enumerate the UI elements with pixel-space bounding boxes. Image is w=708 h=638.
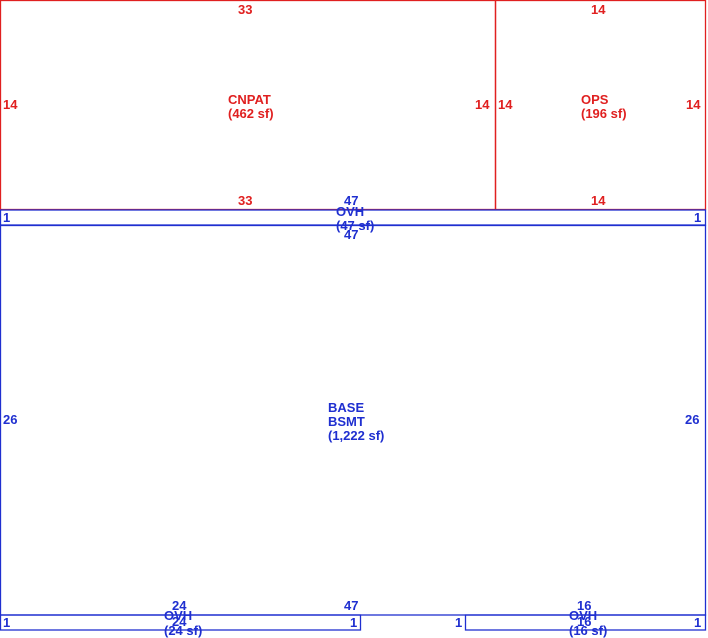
base-dim-left: 26 [3, 412, 17, 427]
base-label-line2: BSMT [328, 414, 365, 429]
ovh-top-dim-left: 1 [3, 210, 10, 225]
cnpat-dim-bottom: 33 [238, 193, 252, 208]
ovh-top-label: OVH [336, 204, 364, 219]
base-area: (1,222 sf) [328, 428, 384, 443]
base-label-line1: BASE [328, 400, 364, 415]
ovh-bl-dim-left: 1 [3, 615, 10, 630]
ovh-bl-label: OVH [164, 608, 192, 623]
ops-dim-bottom: 14 [591, 193, 606, 208]
ops-dim-left: 14 [498, 97, 513, 112]
ovh-bl-area: (24 sf) [164, 623, 202, 638]
base-dim-bottom: 47 [344, 598, 358, 613]
ovh-br-dim-left: 1 [455, 615, 462, 630]
ovh-br-dim-top: 16 [577, 598, 591, 613]
ovh-br-area: (16 sf) [569, 623, 607, 638]
cnpat-dim-left: 14 [3, 97, 18, 112]
ovh-top-dim-top: 47 [344, 193, 358, 208]
ovh-br-dim-bottom: 16 [577, 614, 591, 629]
cnpat-label: CNPAT [228, 92, 271, 107]
ovh-top-dim-bottom: 47 [344, 227, 358, 242]
cnpat-dim-right: 14 [475, 97, 490, 112]
base-dim-right: 26 [685, 412, 699, 427]
ovh-bl-dim-bottom: 24 [172, 614, 187, 629]
ovh-br-label: OVH [569, 608, 597, 623]
ovh-bottom-left-outline[interactable] [0, 614, 362, 631]
ops-dim-right: 14 [686, 97, 701, 112]
ops-dim-top: 14 [591, 2, 606, 17]
cnpat-area: (462 sf) [228, 106, 274, 121]
ops-area: (196 sf) [581, 106, 627, 121]
ovh-bottom-right-outline[interactable] [464, 614, 707, 631]
cnpat-dim-top: 33 [238, 2, 252, 17]
ovh-bl-dim-top: 24 [172, 598, 187, 613]
ovh-br-dim-right: 1 [694, 615, 701, 630]
ovh-top-dim-right: 1 [694, 210, 701, 225]
ovh-bl-dim-right: 1 [350, 615, 357, 630]
ovh-top-area: (47 sf) [336, 218, 374, 233]
ops-label: OPS [581, 92, 609, 107]
